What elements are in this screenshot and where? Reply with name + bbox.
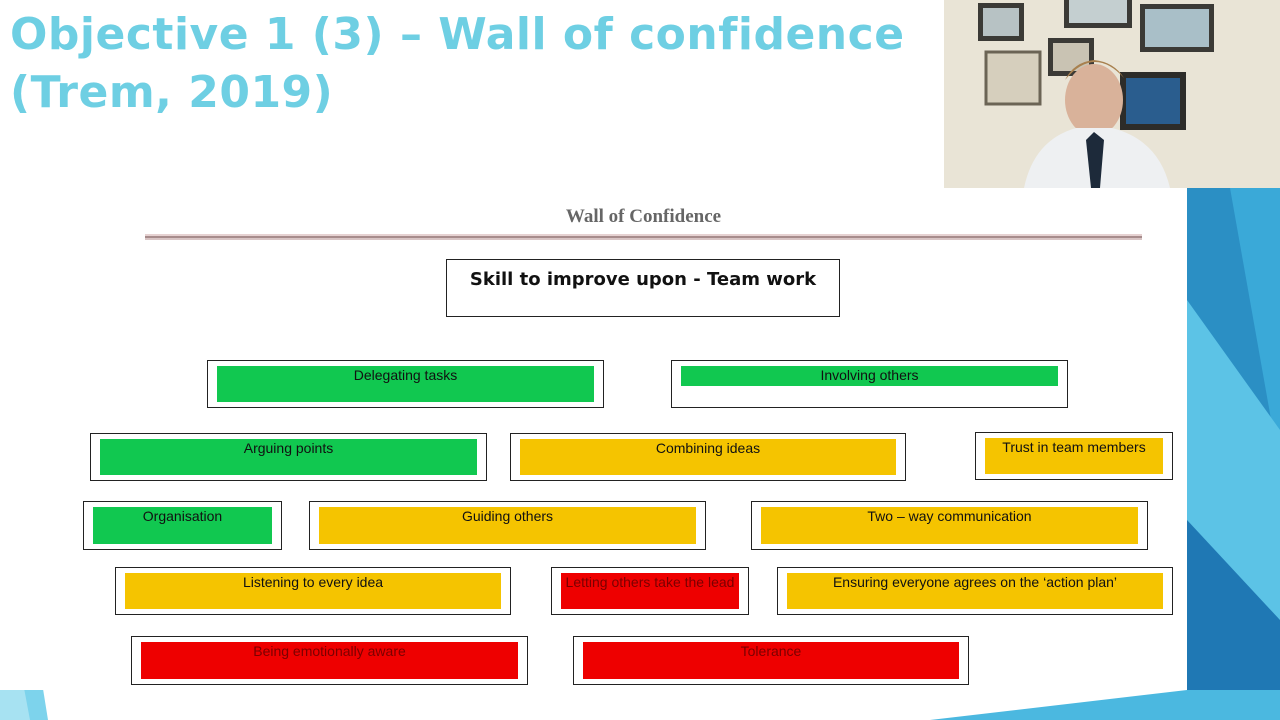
brick-two-way-communication: Two – way communication (751, 501, 1148, 550)
brick-involving-others: Involving others (671, 360, 1068, 408)
brick-label: Letting others take the lead (565, 574, 735, 590)
skill-label: Skill to improve upon - Team work (469, 269, 817, 290)
brick-label: Organisation (142, 508, 223, 524)
brick-label: Arguing points (243, 440, 334, 456)
slide-title-line-2: (Trem, 2019) (10, 67, 334, 118)
presenter-webcam (944, 0, 1280, 188)
brick-tolerance: Tolerance (573, 636, 969, 685)
slide-title-line-1: Objective 1 (3) – Wall of confidence (10, 9, 905, 60)
brick-label: Involving others (820, 367, 919, 383)
brick-guiding-others: Guiding others (309, 501, 706, 550)
brick-arguing-points: Arguing points (90, 433, 487, 481)
brick-label: Delegating tasks (353, 367, 458, 383)
brick-label: Combining ideas (655, 440, 761, 456)
brick-combining-ideas: Combining ideas (510, 433, 906, 481)
slide-title: Objective 1 (3) – Wall of confidence (Tr… (10, 6, 905, 122)
brick-organisation: Organisation (83, 501, 282, 550)
brick-delegating-tasks: Delegating tasks (207, 360, 604, 408)
brick-being-emotionally-aware: Being emotionally aware (131, 636, 528, 685)
wall-heading: Wall of Confidence (565, 206, 722, 227)
webcam-presenter-feed-icon (944, 0, 1280, 188)
brick-label: Two – way communication (867, 508, 1032, 524)
document-page: Wall of Confidence Skill to improve upon… (0, 188, 1187, 690)
brick-label: Guiding others (461, 508, 554, 524)
heading-divider (145, 234, 1142, 240)
brick-ensuring-everyone-agrees: Ensuring everyone agrees on the ‘action … (777, 567, 1173, 615)
brick-listening-to-every-idea: Listening to every idea (115, 567, 511, 615)
brick-label: Being emotionally aware (253, 643, 406, 659)
skill-box: Skill to improve upon - Team work (446, 259, 840, 317)
brick-label: Trust in team members (1002, 439, 1146, 455)
brick-trust-in-team-members: Trust in team members (975, 432, 1173, 480)
brick-letting-others-take-the-lead: Letting others take the lead (551, 567, 749, 615)
brick-label: Listening to every idea (242, 574, 384, 590)
brick-label: Ensuring everyone agrees on the ‘action … (832, 574, 1118, 590)
brick-label: Tolerance (740, 643, 802, 659)
